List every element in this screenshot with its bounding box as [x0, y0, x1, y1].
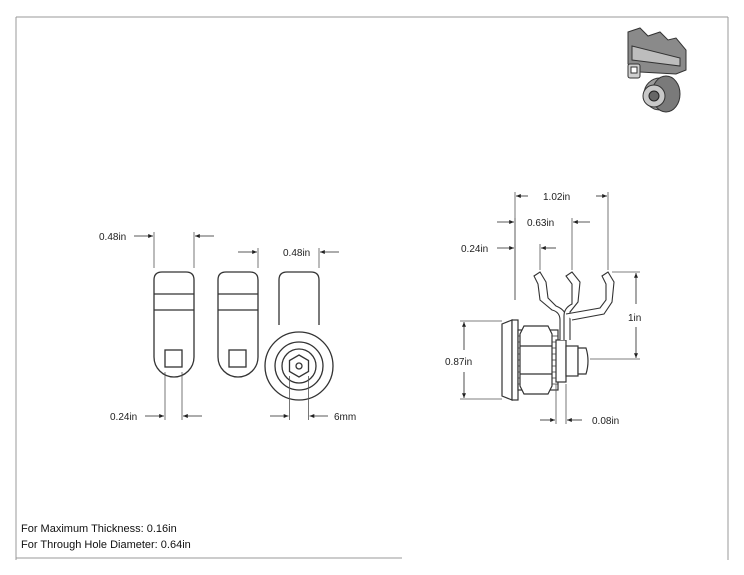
dim-label-side-body-height: 0.87in [445, 357, 472, 368]
dim-side-body-height: 0.87in [445, 320, 502, 400]
dim-label-front-bottom-offset: 0.24in [110, 412, 137, 423]
dim-label-front-mid-width: 0.48in [283, 248, 310, 259]
dim-label-hex-size: 6mm [334, 412, 356, 423]
dim-front-bottom-offset: 0.24in [110, 372, 202, 423]
dim-label-side-overall-length: 1.02in [543, 192, 570, 203]
dim-side-left-offset: 0.24in [461, 244, 556, 300]
side-view-lock [501, 319, 589, 401]
dim-front-mid-width: 0.48in [238, 248, 339, 268]
front-view-cam-mid [217, 271, 259, 378]
dim-side-bottom-gap: 0.08in [540, 384, 619, 427]
dim-label-side-bottom-gap: 0.08in [592, 416, 619, 427]
dim-label-front-left-width: 0.48in [99, 232, 126, 243]
dim-side-height: 1in [590, 271, 641, 360]
dim-side-overall-length: 1.02in [514, 192, 609, 300]
front-view-cam-left [153, 271, 195, 378]
dim-label-side-left-offset: 0.24in [461, 244, 488, 255]
note-through-hole: For Through Hole Diameter: 0.64in [21, 539, 191, 551]
dim-label-side-height: 1in [628, 313, 641, 324]
dim-front-left-width: 0.48in [99, 232, 214, 268]
dim-label-side-mid-length: 0.63in [527, 218, 554, 229]
front-view-lock-face [264, 271, 334, 401]
iso-preview-image [627, 27, 687, 113]
side-view-cams [533, 271, 615, 340]
sheet-border [15, 16, 729, 560]
dim-hex-size: 6mm [270, 376, 356, 423]
note-max-thickness: For Maximum Thickness: 0.16in [21, 523, 177, 535]
